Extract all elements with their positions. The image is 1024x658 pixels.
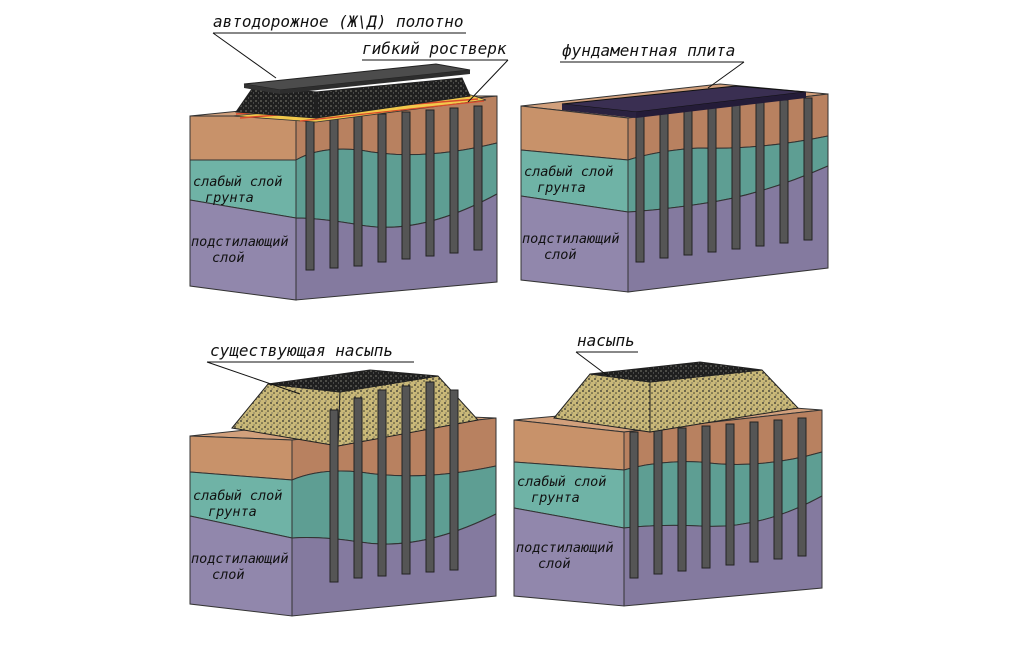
panel-2-base-layer-label-line1: подстилающий [522,231,620,247]
callout-foundation-slab-label: фундаментная плита [562,41,735,60]
panel-3-soft-layer-label-line1: слабый слой [193,488,282,504]
callout-existing-embankment: существующая насыпь [206,341,414,395]
panel-1-soft-layer-label-line2: грунта [205,190,254,206]
panel-3-base-layer-label-line2: слой [212,567,245,583]
callout-embankment-label: насыпь [577,331,635,350]
panel-4-base-layer-label-line1: подстилающий [516,540,614,556]
panel-1-base-layer-label-line1: подстилающий [191,234,289,250]
panel-2-soft-layer-label-line1: слабый слой [524,164,613,180]
callout-road-bed: автодорожное (Ж\Д) полотно [212,12,466,79]
panel-1-road-embankment: автодорожное (Ж\Д) полотно гибкий ростве… [189,12,509,301]
callout-embankment: насыпь [575,331,638,377]
panel-4-piles [629,417,807,579]
callout-flexible-grillage: гибкий ростверк [362,39,509,103]
new-embankment-body [553,361,800,433]
panel-4-new-embankment: насыпь слабый слой грунта подстилающий с… [513,331,823,607]
panel-2-base-layer-label-line2: слой [544,247,577,263]
panel-1-base-layer-label-line2: слой [212,250,245,266]
panel-3-piles [329,381,459,583]
callout-flexible-grillage-label: гибкий ростверк [362,39,507,58]
panel-3-base-layer-label-line1: подстилающий [191,551,289,567]
panel-2-soft-layer-label-line2: грунта [537,180,586,196]
callout-foundation-slab: фундаментная плита [560,41,745,89]
panel-3-existing-embankment: существующая насыпь слабый слой грунта п… [189,341,497,617]
callout-road-bed-label: автодорожное (Ж\Д) полотно [213,12,463,31]
panel-2-foundation-slab: фундаментная плита слабый слой грунта по… [520,41,829,293]
panel-2-piles [635,97,813,263]
panel-3-soft-layer-label-line2: грунта [208,504,257,520]
panel-1-piles [305,105,483,271]
panel-4-base-layer-label-line2: слой [538,556,571,572]
panel-4-soft-layer-label-line2: грунта [531,490,580,506]
callout-existing-embankment-label: существующая насыпь [210,341,393,360]
panel-4-soft-layer-label-line1: слабый слой [517,474,606,490]
existing-embankment-body [231,369,479,447]
panel-1-soft-layer-label-line1: слабый слой [193,174,282,190]
road-embankment-body [235,77,471,119]
